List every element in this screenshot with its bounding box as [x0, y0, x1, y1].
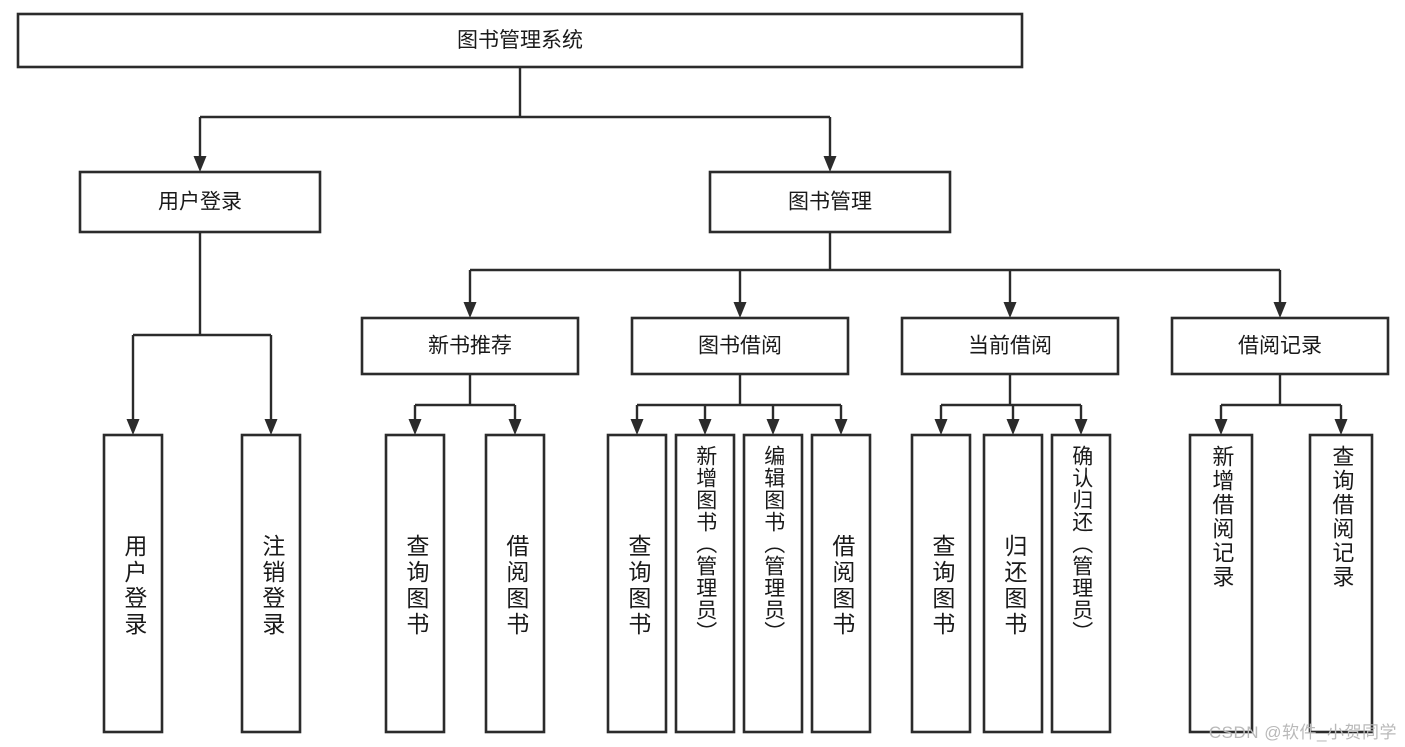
connector-arrowhead	[823, 156, 837, 172]
connector-arrowhead	[1334, 419, 1348, 435]
connector-arrowhead	[698, 419, 712, 435]
connector-arrowhead	[1006, 419, 1020, 435]
node-leaf-leaf-return-book[interactable]	[982, 433, 1044, 734]
connector-arrowhead	[1003, 302, 1017, 318]
connector-arrowhead	[1074, 419, 1088, 435]
connector-arrowhead	[264, 419, 278, 435]
connector-arrowhead	[733, 302, 747, 318]
connector-arrowhead	[126, 419, 140, 435]
connector-arrowhead	[934, 419, 948, 435]
node-leaf-leaf-query-record[interactable]	[1308, 433, 1374, 734]
connector-user-login	[126, 232, 278, 435]
node-level3-new-book-recommend[interactable]	[360, 316, 580, 376]
connector-arrowhead	[1214, 419, 1228, 435]
node-root-root[interactable]	[16, 12, 1024, 69]
node-leaf-leaf-edit-book[interactable]	[742, 433, 804, 734]
connector-arrowhead	[630, 419, 644, 435]
connector-current-borrow	[934, 374, 1088, 435]
node-leaf-leaf-query-book-2[interactable]	[606, 433, 668, 734]
node-leaf-leaf-add-record[interactable]	[1188, 433, 1254, 734]
connector-arrowhead	[834, 419, 848, 435]
node-leaf-leaf-confirm-return[interactable]	[1050, 433, 1112, 734]
connector-arrowhead	[766, 419, 780, 435]
box-layer	[16, 12, 1390, 734]
connector-root	[193, 67, 837, 172]
node-level3-borrow-record[interactable]	[1170, 316, 1390, 376]
node-level3-current-borrow[interactable]	[900, 316, 1120, 376]
connector-layer	[126, 67, 1348, 435]
connector-arrowhead	[1273, 302, 1287, 318]
connector-arrowhead	[408, 419, 422, 435]
connector-new-book-recommend	[408, 374, 522, 435]
node-label-current-borrow: 当前借阅	[968, 335, 1052, 358]
node-leaf-leaf-query-book-1[interactable]	[384, 433, 446, 734]
connector-arrowhead	[508, 419, 522, 435]
node-level2-user-login[interactable]	[78, 170, 322, 234]
node-label-book-management: 图书管理	[788, 191, 872, 214]
node-leaf-leaf-user-login[interactable]	[102, 433, 164, 734]
connector-arrowhead	[463, 302, 477, 318]
connector-book-management	[463, 232, 1287, 318]
node-label-borrow-record: 借阅记录	[1238, 335, 1322, 358]
node-leaf-leaf-user-logout[interactable]	[240, 433, 302, 734]
node-leaf-leaf-borrow-book-2[interactable]	[810, 433, 872, 734]
node-leaf-leaf-borrow-book-1[interactable]	[484, 433, 546, 734]
node-leaf-leaf-query-book-3[interactable]	[910, 433, 972, 734]
node-level3-book-borrow[interactable]	[630, 316, 850, 376]
connector-arrowhead	[193, 156, 207, 172]
connector-borrow-record	[1214, 374, 1348, 435]
csdn-watermark: CSDN @软件_小贺同学	[1208, 723, 1397, 742]
node-label-root: 图书管理系统	[457, 29, 583, 52]
node-label-new-book-recommend: 新书推荐	[428, 335, 512, 358]
node-label-user-login: 用户登录	[158, 191, 242, 214]
node-leaf-leaf-add-book[interactable]	[674, 433, 736, 734]
node-level2-book-management[interactable]	[708, 170, 952, 234]
node-label-book-borrow: 图书借阅	[698, 335, 782, 358]
connector-book-borrow	[630, 374, 848, 435]
